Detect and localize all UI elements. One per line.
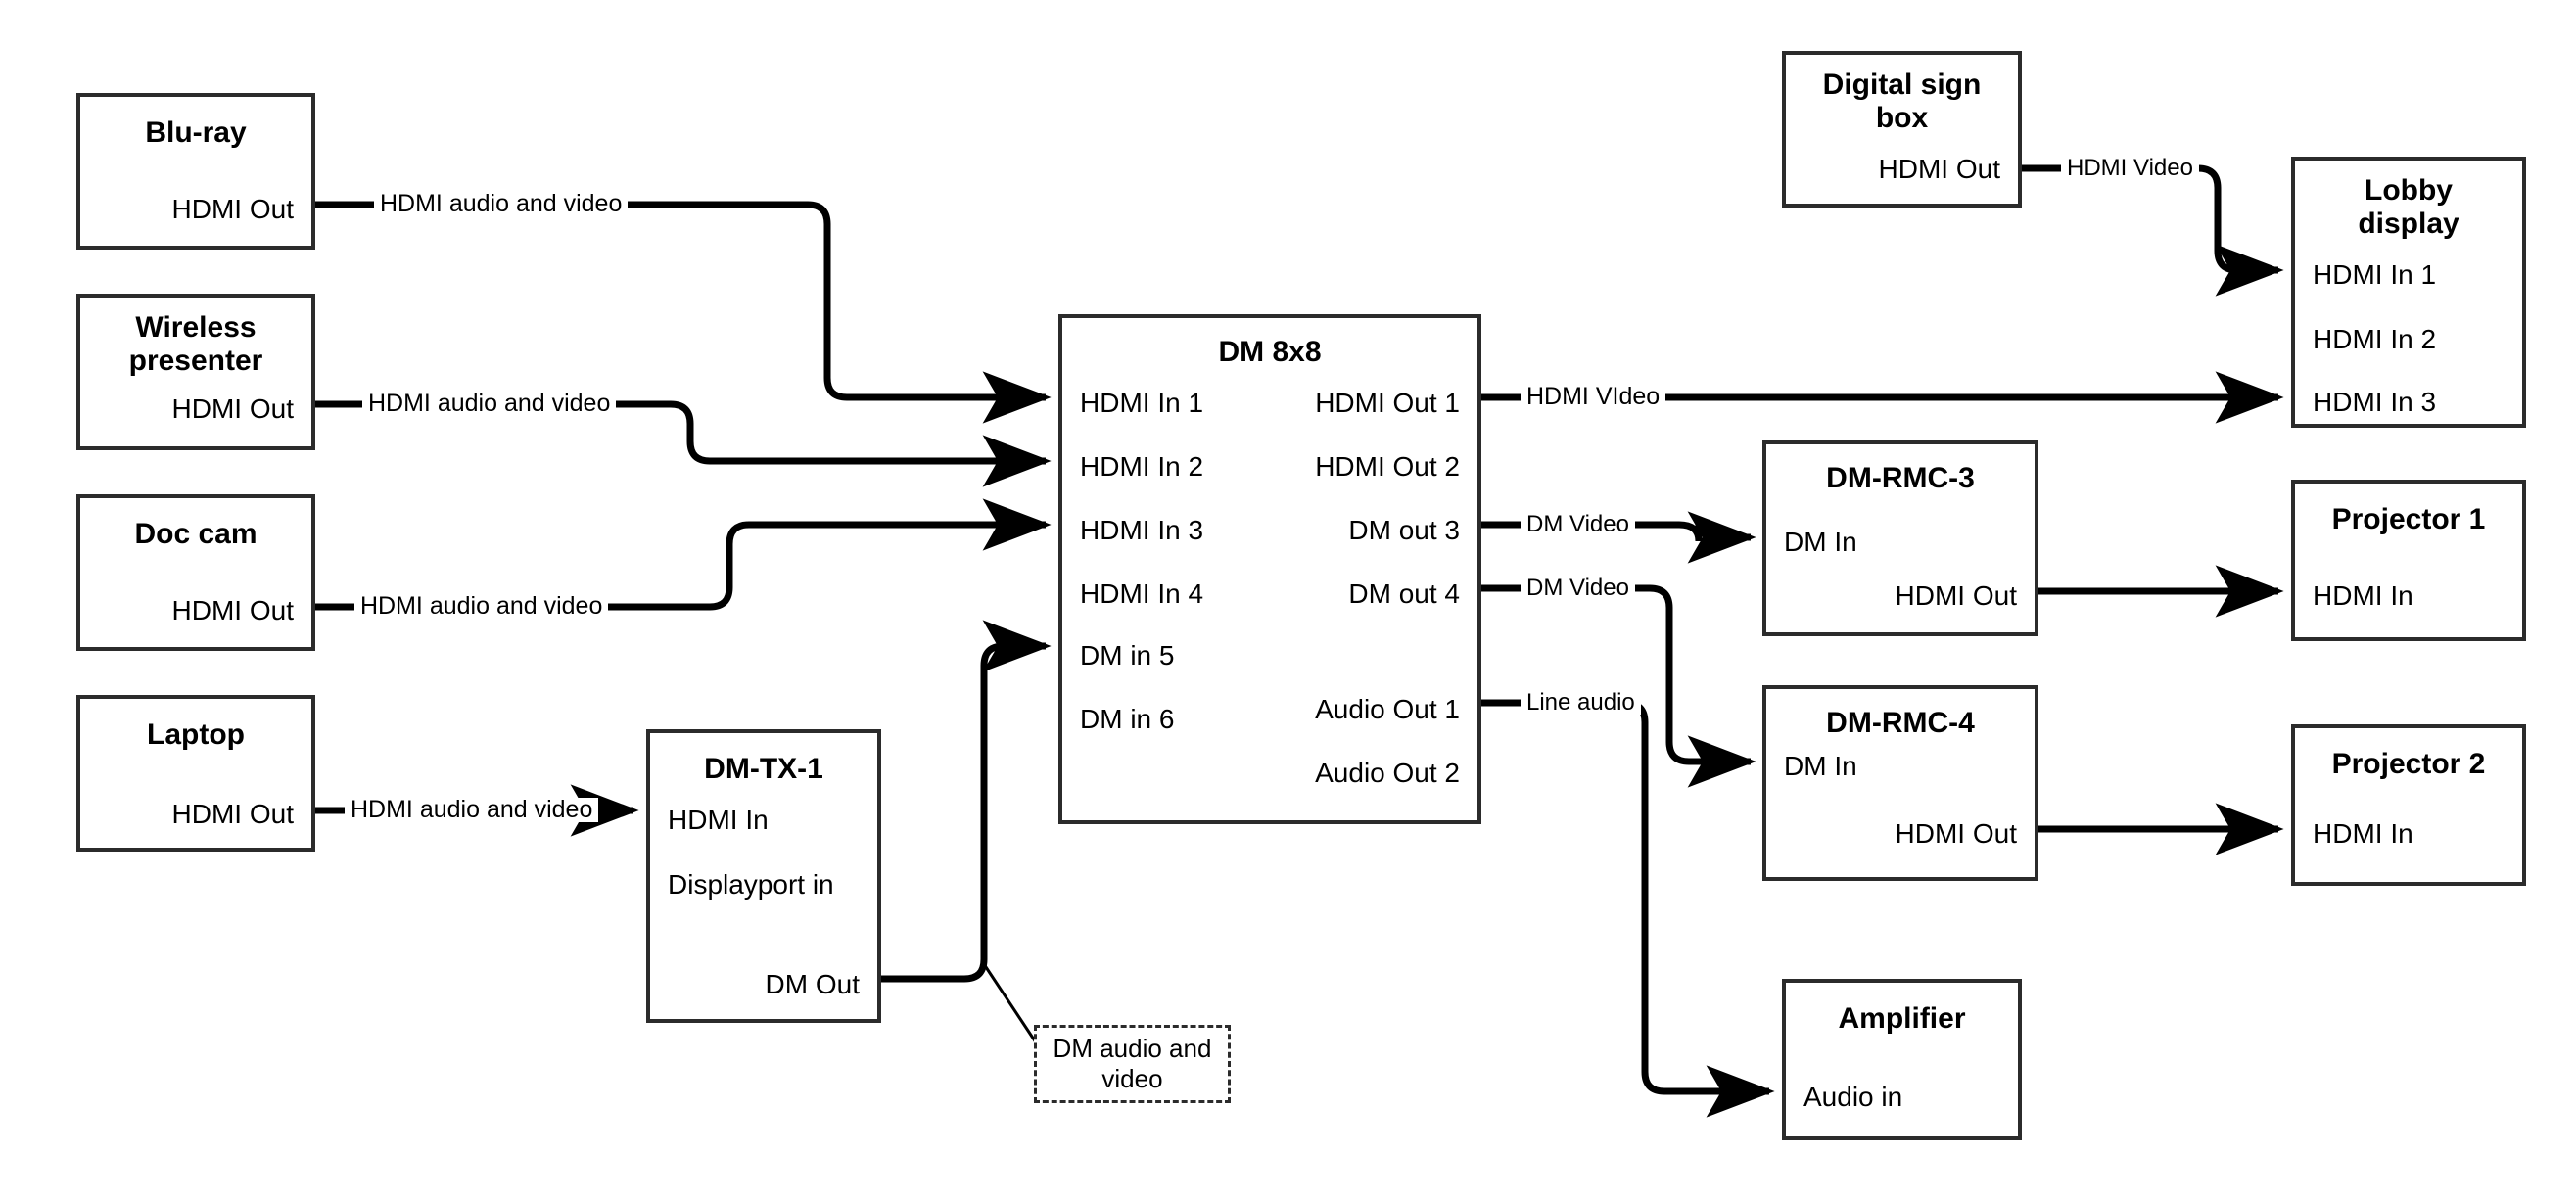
node-dm-rmc-3-port-dm-in: DM In <box>1784 527 1857 557</box>
wire-dm-audio-out-1-to-amplifier <box>1481 699 1775 1118</box>
callout-dm-audio-and-video: DM audio and video <box>1034 1025 1231 1103</box>
node-projector-1[interactable]: Projector 1 HDMI In <box>2291 480 2526 641</box>
node-dm-rmc-3[interactable]: DM-RMC-3 DM In HDMI Out <box>1762 440 2038 636</box>
wire-dm-out-4-to-rmc4-dm-in <box>1481 584 1756 788</box>
node-doc-cam[interactable]: Doc cam HDMI Out <box>76 494 315 651</box>
node-amplifier-port-audio-in: Audio in <box>1803 1082 1903 1112</box>
node-wireless-presenter-title-line2: presenter <box>128 345 263 377</box>
node-dm-tx-1-port-displayport-in: Displayport in <box>668 869 834 900</box>
node-dm-8x8-output-audio-out-1: Audio Out 1 <box>1315 694 1460 724</box>
node-laptop-title: Laptop <box>147 718 245 751</box>
node-dm-8x8-input-hdmi-in-1: HDMI In 1 <box>1080 388 1204 418</box>
edge-label-dm-out-3-to-rmc3: DM Video <box>1521 513 1635 536</box>
node-dm-8x8-input-hdmi-in-4: HDMI In 4 <box>1080 578 1204 609</box>
node-bluray-port-hdmi-out: HDMI Out <box>171 194 294 224</box>
edge-label-doccam-to-dm: HDMI audio and video <box>354 594 609 619</box>
edge-label-wireless-to-dm: HDMI audio and video <box>362 392 617 416</box>
wire-dmtx1-to-dm-in-5 <box>881 620 1052 983</box>
node-dm-tx-1-port-hdmi-in: HDMI In <box>668 805 769 835</box>
node-digital-sign-box-title-line1: Digital sign <box>1822 69 1982 101</box>
node-projector-2-title: Projector 2 <box>2331 748 2486 780</box>
node-dm-rmc-3-title: DM-RMC-3 <box>1826 462 1975 494</box>
edge-label-dm-out-4-to-rmc4: DM Video <box>1521 577 1635 600</box>
edge-label-bluray-to-dm: HDMI audio and video <box>374 192 629 216</box>
node-dm-tx-1-title: DM-TX-1 <box>704 753 823 785</box>
callout-line-2: video <box>1101 1064 1163 1093</box>
node-dm-8x8-title: DM 8x8 <box>1218 336 1322 368</box>
node-dm-rmc-3-port-hdmi-out: HDMI Out <box>1895 580 2017 611</box>
node-dm-8x8-input-hdmi-in-3: HDMI In 3 <box>1080 515 1204 545</box>
node-projector-1-port-hdmi-in: HDMI In <box>2313 580 2413 611</box>
node-dm-rmc-4[interactable]: DM-RMC-4 DM In HDMI Out <box>1762 685 2038 881</box>
node-dm-8x8[interactable]: DM 8x8 HDMI In 1 HDMI In 2 HDMI In 3 HDM… <box>1058 314 1481 824</box>
node-lobby-display-port-hdmi-in-1: HDMI In 1 <box>2313 259 2437 290</box>
node-lobby-display-port-hdmi-in-2: HDMI In 2 <box>2313 324 2437 354</box>
node-lobby-display-title-line1: Lobby <box>2365 174 2453 207</box>
node-dm-8x8-input-hdmi-in-2: HDMI In 2 <box>1080 451 1204 482</box>
node-doc-cam-port-hdmi-out: HDMI Out <box>171 595 294 625</box>
node-laptop[interactable]: Laptop HDMI Out <box>76 695 315 852</box>
node-dm-rmc-4-port-hdmi-out: HDMI Out <box>1895 818 2017 849</box>
node-dm-tx-1[interactable]: DM-TX-1 HDMI In Displayport in DM Out <box>646 729 881 1023</box>
node-wireless-presenter-title-line1: Wireless <box>135 311 257 344</box>
node-dm-8x8-input-dm-in-5: DM in 5 <box>1080 640 1175 670</box>
node-dm-8x8-output-dm-out-3: DM out 3 <box>1348 515 1460 545</box>
edge-label-signbox-to-lobby: HDMI Video <box>2061 157 2199 180</box>
callout-leader-line <box>982 963 1038 1043</box>
node-dm-8x8-input-dm-in-6: DM in 6 <box>1080 704 1175 734</box>
node-bluray-title: Blu-ray <box>145 116 247 149</box>
wire-bluray-to-dm-hdmi-in-1 <box>315 201 1052 424</box>
node-dm-8x8-output-hdmi-out-1: HDMI Out 1 <box>1315 388 1460 418</box>
node-dm-8x8-output-dm-out-4: DM out 4 <box>1348 578 1460 609</box>
node-dm-8x8-output-hdmi-out-2: HDMI Out 2 <box>1315 451 1460 482</box>
node-projector-2-port-hdmi-in: HDMI In <box>2313 818 2413 849</box>
edge-label-dm-hdmi-out-1-to-lobby: HDMI VIdeo <box>1521 385 1666 409</box>
wire-signbox-to-lobby-hdmi-in-1 <box>2022 164 2284 297</box>
node-lobby-display[interactable]: Lobby display HDMI In 1 HDMI In 2 HDMI I… <box>2291 157 2526 428</box>
node-projector-2[interactable]: Projector 2 HDMI In <box>2291 724 2526 886</box>
node-digital-sign-box-title-line2: box <box>1875 102 1929 134</box>
callout-line-1: DM audio and <box>1053 1033 1212 1063</box>
node-wireless-presenter[interactable]: Wireless presenter HDMI Out <box>76 294 315 450</box>
node-dm-rmc-4-title: DM-RMC-4 <box>1826 707 1975 739</box>
node-wireless-presenter-port-hdmi-out: HDMI Out <box>171 393 294 424</box>
node-laptop-port-hdmi-out: HDMI Out <box>171 799 294 829</box>
node-digital-sign-box[interactable]: Digital sign box HDMI Out <box>1782 51 2022 208</box>
node-digital-sign-box-port-hdmi-out: HDMI Out <box>1878 154 2000 184</box>
node-dm-rmc-4-port-dm-in: DM In <box>1784 751 1857 781</box>
node-amplifier[interactable]: Amplifier Audio in <box>1782 979 2022 1140</box>
node-amplifier-title: Amplifier <box>1838 1002 1966 1035</box>
node-lobby-display-title-line2: display <box>2358 208 2459 240</box>
node-dm-tx-1-port-dm-out: DM Out <box>765 969 860 999</box>
node-bluray[interactable]: Blu-ray HDMI Out <box>76 93 315 250</box>
node-doc-cam-title: Doc cam <box>134 518 258 550</box>
edge-label-dm-audio-out-1-to-amplifier: Line audio <box>1521 691 1641 715</box>
node-projector-1-title: Projector 1 <box>2331 503 2486 535</box>
edge-label-laptop-to-dmtx1: HDMI audio and video <box>345 798 599 822</box>
node-lobby-display-port-hdmi-in-3: HDMI In 3 <box>2313 387 2437 417</box>
node-dm-8x8-output-audio-out-2: Audio Out 2 <box>1315 758 1460 788</box>
